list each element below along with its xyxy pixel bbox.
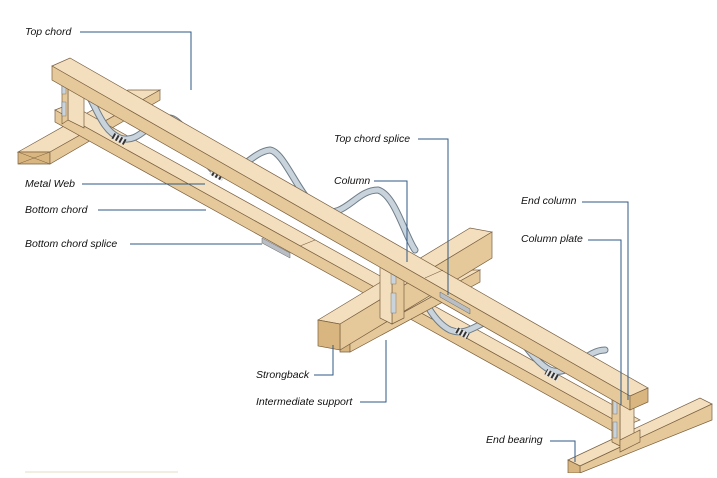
- leader-top-chord-splice: [418, 138, 449, 295]
- leader-end-column: [582, 201, 629, 400]
- leader-top-chord: [80, 31, 192, 90]
- top-chord-splice-plate: [439, 291, 471, 315]
- label-bottom-chord-splice: Bottom chord splice: [25, 238, 118, 250]
- bottom-chord: [54, 103, 641, 439]
- leader-column: [374, 180, 408, 262]
- leader-intermediate-support: [360, 340, 387, 403]
- leader-strongback: [314, 345, 334, 376]
- label-column: Column: [334, 175, 371, 187]
- label-metal-web: Metal Web: [25, 178, 75, 190]
- label-column-plate: Column plate: [521, 233, 583, 245]
- label-intermediate-support: Intermediate support: [256, 396, 353, 408]
- label-end-column: End column: [521, 195, 577, 207]
- label-end-bearing: End bearing: [486, 434, 543, 446]
- label-bottom-chord: Bottom chord: [25, 204, 88, 216]
- leader-lines: [80, 31, 629, 462]
- label-strongback: Strongback: [256, 369, 310, 381]
- leader-column-plate: [588, 239, 622, 405]
- label-top-chord-splice: Top chord splice: [334, 133, 411, 145]
- leader-end-bearing: [550, 440, 576, 462]
- top-chord: [51, 57, 649, 411]
- label-top-chord: Top chord: [25, 26, 72, 38]
- bottom-chord-splice-plate: [261, 237, 291, 259]
